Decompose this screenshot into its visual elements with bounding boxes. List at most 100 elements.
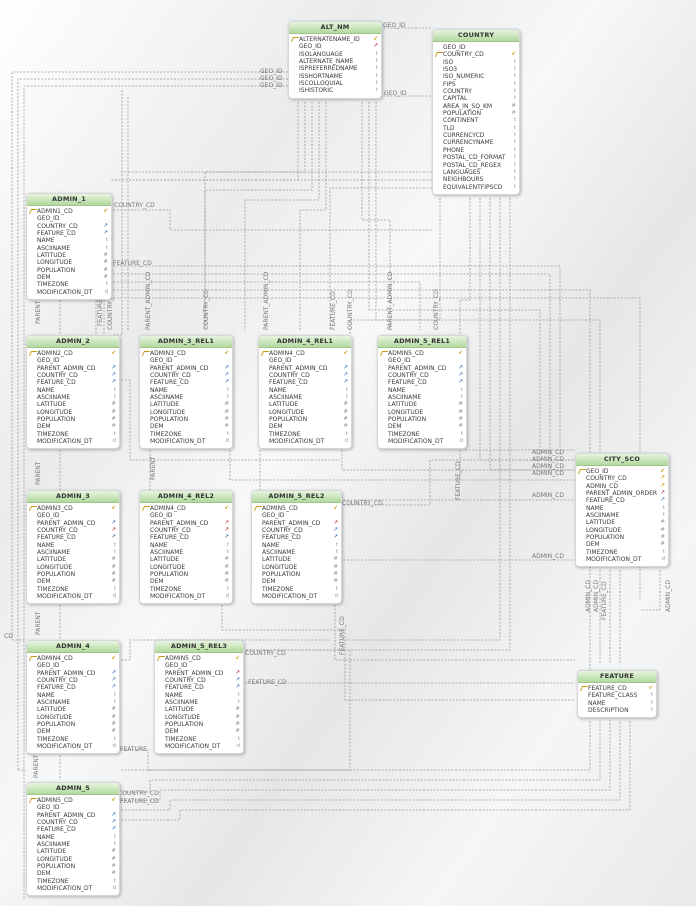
table-field[interactable]: GEO_ID bbox=[140, 512, 232, 519]
table-field[interactable]: FEATURE_CD↗ bbox=[27, 534, 119, 541]
table-field[interactable]: POPULATION# bbox=[27, 571, 119, 578]
table-field[interactable]: FEATURE_CD↗ bbox=[155, 684, 243, 691]
table-field[interactable]: FEATURE_CD↗ bbox=[378, 379, 466, 386]
table-field[interactable]: COUNTRY_CD↗ bbox=[27, 223, 111, 230]
primary-key-field[interactable]: ADMIN5_CD↙ bbox=[27, 797, 119, 804]
table-field[interactable]: DEM# bbox=[27, 274, 111, 281]
table-field[interactable]: POPULATION# bbox=[433, 110, 519, 117]
primary-key-field[interactable]: ADMIN1_CD↙ bbox=[27, 208, 111, 215]
table-field[interactable]: POPULATION# bbox=[259, 416, 351, 423]
table-field[interactable]: POPULATION# bbox=[27, 863, 119, 870]
table-field[interactable]: PARENT_ADMIN_CD↗ bbox=[378, 365, 466, 372]
primary-key-field[interactable]: ADMIN4_CD↙ bbox=[27, 655, 119, 662]
table-field[interactable]: LONGITUDE# bbox=[252, 564, 341, 571]
table-field[interactable]: LATITUDE# bbox=[140, 556, 232, 563]
table-field[interactable]: DEM# bbox=[140, 578, 232, 585]
table-field[interactable]: POPULATION# bbox=[252, 571, 341, 578]
table-field[interactable]: LONGITUDE# bbox=[27, 259, 111, 266]
table-field[interactable]: GEO_ID bbox=[27, 512, 119, 519]
table-field[interactable]: COUNTRY_CD↗ bbox=[155, 677, 243, 684]
table-field[interactable]: FEATURE_CD↗ bbox=[140, 379, 232, 386]
table-field[interactable]: LONGITUDE# bbox=[576, 527, 668, 534]
table-field[interactable]: GEO_ID bbox=[27, 804, 119, 811]
primary-key-field[interactable]: ADMIN3_CD↙ bbox=[140, 350, 232, 357]
table-field[interactable]: COUNTRY_CD↗ bbox=[27, 372, 119, 379]
table-field[interactable]: POPULATION# bbox=[27, 267, 111, 274]
table-field[interactable]: PARENT_ADMIN_CD↗ bbox=[252, 520, 341, 527]
table-field[interactable]: COUNTRY_CD↗ bbox=[27, 677, 119, 684]
table-field[interactable]: LATITUDE# bbox=[576, 519, 668, 526]
table-field[interactable]: COUNTRY_CD↗ bbox=[378, 372, 466, 379]
table-field[interactable]: PARENT_ADMIN_CD↗ bbox=[259, 365, 351, 372]
table-field[interactable]: FEATURE_CD↗ bbox=[259, 379, 351, 386]
table-field[interactable]: COUNTRY_CD↗ bbox=[259, 372, 351, 379]
table-field[interactable]: LATITUDE# bbox=[252, 556, 341, 563]
table-field[interactable]: GEO_ID bbox=[378, 357, 466, 364]
primary-key-field[interactable]: ADMIN5_CD↙ bbox=[378, 350, 466, 357]
primary-key-field[interactable]: ADMIN5_CD↙ bbox=[252, 505, 341, 512]
table-field[interactable]: POPULATION# bbox=[140, 416, 232, 423]
table-field[interactable]: LONGITUDE# bbox=[155, 714, 243, 721]
table-field[interactable]: DEM# bbox=[27, 578, 119, 585]
table-field[interactable]: LONGITUDE# bbox=[27, 564, 119, 571]
table-field[interactable]: LATITUDE# bbox=[27, 252, 111, 259]
table-field[interactable]: GEO_ID bbox=[27, 662, 119, 669]
primary-key-field[interactable]: ADMIN4_CD↙ bbox=[259, 350, 351, 357]
table-field[interactable]: LATITUDE# bbox=[140, 401, 232, 408]
table-field[interactable]: PARENT_ADMIN_ORDER↗ bbox=[576, 490, 668, 497]
table-field[interactable]: DEM# bbox=[259, 423, 351, 430]
table-field[interactable]: LATITUDE# bbox=[378, 401, 466, 408]
